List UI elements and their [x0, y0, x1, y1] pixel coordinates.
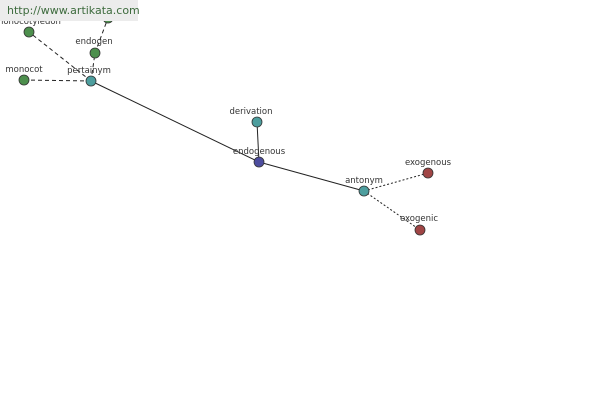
- edge-endogenous-pertainym: [90, 80, 260, 163]
- node-endogen[interactable]: endogen: [75, 37, 113, 59]
- node-circle-endogenous[interactable]: [253, 156, 265, 168]
- node-circle-derivation[interactable]: [251, 116, 263, 128]
- edge-endogenous-antonym: [258, 161, 365, 192]
- node-circle-monocotyledon[interactable]: [23, 26, 35, 38]
- edge-antonym-exogenous: [363, 172, 429, 192]
- node-circle-antonym[interactable]: [358, 185, 370, 197]
- watermark: http://www.artikata.com: [0, 0, 140, 21]
- node-derivation[interactable]: derivation: [229, 107, 273, 128]
- node-label-monocotyledon: monocotyledon: [0, 17, 61, 27]
- node-circle-exogenic[interactable]: [414, 224, 426, 236]
- node-label-exogenous: exogenous: [405, 158, 452, 168]
- node-label-antonym: antonym: [345, 176, 383, 186]
- node-circle-pertainym[interactable]: [85, 75, 97, 87]
- edge-endogenous-derivation: [256, 121, 260, 163]
- node-circle-endogen[interactable]: [89, 47, 101, 59]
- node-label-endogenous: endogenous: [233, 147, 286, 157]
- edge-antonym-exogenic: [363, 190, 421, 231]
- graph-edges: [23, 17, 429, 231]
- node-antonym[interactable]: antonym: [345, 176, 383, 197]
- node-pertainym[interactable]: pertainym: [67, 66, 111, 87]
- node-label-pertainym: pertainym: [67, 66, 111, 76]
- node-label-exogenic: exogenic: [400, 214, 438, 224]
- edge-endogen-top-partial: [94, 17, 109, 54]
- node-monocot[interactable]: monocot: [5, 65, 43, 86]
- node-label-derivation: derivation: [229, 107, 272, 117]
- watermark-text: http://www.artikata.com: [7, 4, 140, 17]
- node-monocotyledon[interactable]: monocotyledon: [0, 17, 61, 38]
- node-exogenic[interactable]: exogenic: [400, 214, 438, 236]
- graph-nodes: endogenous derivation antonym pertainym exog…: [0, 12, 452, 236]
- node-label-endogen: endogen: [75, 37, 112, 47]
- edge-pertainym-monocotyledon: [28, 31, 92, 82]
- node-circle-monocot[interactable]: [18, 74, 30, 86]
- node-exogenous[interactable]: exogenous: [405, 158, 452, 179]
- node-circle-exogenous[interactable]: [422, 167, 434, 179]
- node-label-monocot: monocot: [5, 65, 43, 75]
- edge-pertainym-monocot: [23, 79, 92, 82]
- node-endogenous[interactable]: endogenous: [233, 147, 286, 168]
